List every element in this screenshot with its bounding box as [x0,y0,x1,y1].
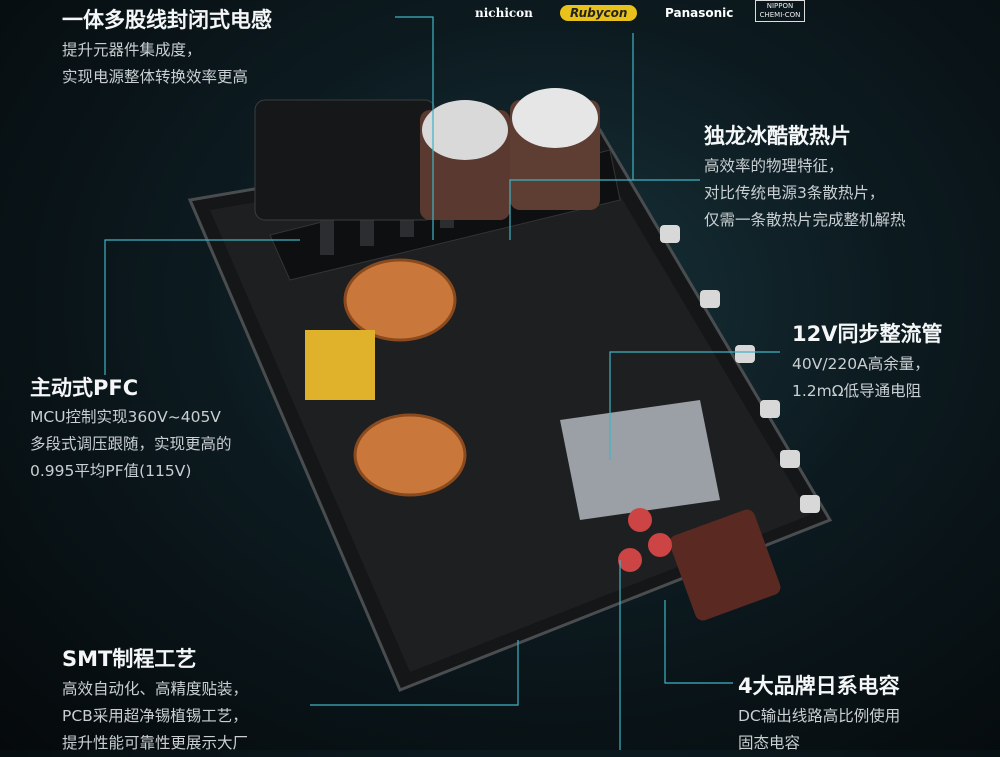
callout-text: 仅需一条散热片完成整机解热 [704,211,906,229]
brand-nichicon: nichicon [475,6,533,20]
callout-text: 提升元器件集成度， [62,41,202,59]
callout-text: 对比传统电源3条散热片， [704,184,885,202]
sr-board [560,400,720,520]
callout-sync-rectifier: 12V同步整流管 40V/220A高余量， 1.2mΩ低导通电阻 [792,318,942,405]
callout-capacitors: 4大品牌日系电容 DC输出线路高比例使用 固态电容 [738,670,900,757]
callout-title: 4大品牌日系电容 [738,674,900,698]
callout-heatsink: 独龙冰酷散热片 高效率的物理特征， 对比传统电源3条散热片， 仅需一条散热片完成… [704,120,906,234]
brand-rubycon: Rubycon [560,5,638,21]
callout-text: 固态电容 [738,734,801,752]
callout-text: 40V/220A高余量， [792,355,930,373]
callout-title: 12V同步整流管 [792,322,943,346]
callout-text: 1.2mΩ低导通电阻 [792,382,922,400]
callout-lines [104,16,780,750]
callout-text: 实现电源整体转换效率更高 [62,68,249,86]
callout-text: 高效自动化、高精度贴装， [62,680,249,698]
callout-title: 独龙冰酷散热片 [704,124,851,148]
callout-text: 高效率的物理特征， [704,157,844,175]
main-capacitors [420,88,600,220]
callout-title: 一体多股线封闭式电感 [62,8,272,32]
brand-logos: nichicon Rubycon Panasonic NIPPON CHEMI-… [475,0,805,30]
callout-title: 主动式PFC [30,376,139,400]
callout-text: MCU控制实现360V~405V [30,408,221,426]
brand-panasonic: Panasonic [665,6,734,20]
callout-text: PCB采用超净锡植锡工艺， [62,707,248,725]
callout-text: 提升性能可靠性更展示大厂 [62,734,249,752]
callout-inductor: 一体多股线封闭式电感 提升元器件集成度， 实现电源整体转换效率更高 [62,4,272,91]
choke-inductor [254,99,436,221]
pfc-coils [343,258,467,497]
callout-pfc: 主动式PFC MCU控制实现360V~405V 多段式调压跟随，实现更高的 0.… [30,372,232,485]
callout-title: SMT制程工艺 [62,647,197,671]
output-capacitors [618,508,781,621]
transformer [305,330,375,400]
callout-text: DC输出线路高比例使用 [738,707,901,725]
callout-text: 0.995平均PF值(115V) [30,462,192,480]
callout-smt: SMT制程工艺 高效自动化、高精度贴装， PCB采用超净锡植锡工艺， 提升性能可… [62,643,248,757]
brand-nippon-chemi-con: NIPPON CHEMI-CON [755,0,805,22]
callout-text: 多段式调压跟随，实现更高的 [30,435,232,453]
output-connectors [660,225,820,513]
